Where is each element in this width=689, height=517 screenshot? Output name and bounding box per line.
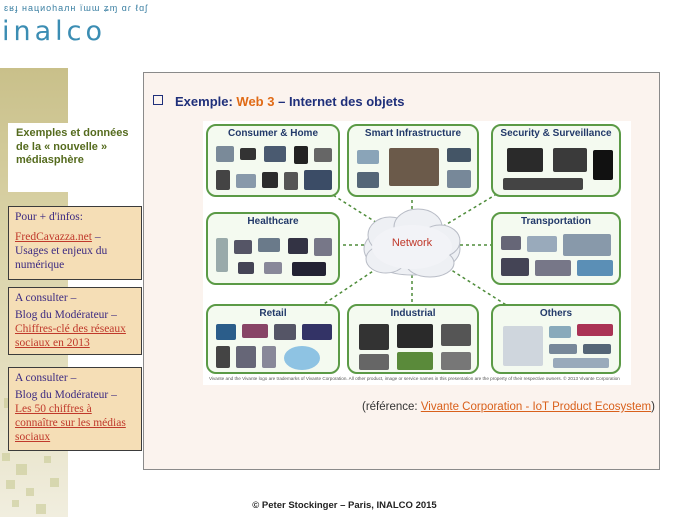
info-box-text: – Usages et enjeux du numérique bbox=[15, 231, 108, 271]
category-label: Consumer & Home bbox=[227, 128, 318, 139]
slide-heading: Exemple: Web 3 – Internet des objets bbox=[153, 94, 405, 109]
category-consumer-home: Consumer & Home bbox=[206, 124, 340, 197]
network-label: Network bbox=[391, 237, 433, 249]
category-label: Security & Surveillance bbox=[500, 128, 612, 139]
reference-prefix: (référence: bbox=[362, 401, 421, 413]
info-box-heading: A consulter – bbox=[15, 372, 77, 384]
logo-script-line: ɛʁɟ нациоhалн ïɯɯ ʑɱ ɑɾ ℓɑʃ bbox=[4, 3, 149, 13]
heading-accent: Web 3 bbox=[236, 94, 275, 109]
info-box-blog-moderateur-50-chiffres: A consulter – Blog du Modérateur – Les 5… bbox=[8, 367, 142, 451]
category-label: Transportation bbox=[520, 216, 591, 227]
fredcavazza-link[interactable]: FredCavazza.net bbox=[15, 231, 92, 243]
category-others: Others bbox=[491, 304, 621, 374]
sidebar-title-box bbox=[8, 123, 146, 192]
info-box-blog-moderateur-chiffres: A consulter – Blog du Modérateur – Chiff… bbox=[8, 287, 142, 355]
info-box-text: Blog du Modérateur – bbox=[15, 389, 117, 401]
footer-copyright: © Peter Stockinger – Paris, INALCO 2015 bbox=[252, 500, 437, 511]
chiffres-cle-link[interactable]: Chiffres-clé des réseaux sociaux en 2013 bbox=[15, 323, 126, 349]
category-label: Healthcare bbox=[247, 216, 299, 227]
category-label: Smart Infrastructure bbox=[364, 128, 462, 139]
info-box-text: Blog du Modérateur – bbox=[15, 309, 117, 321]
50-chiffres-link[interactable]: Les 50 chiffres à connaître sur les médi… bbox=[15, 403, 126, 443]
category-label: Retail bbox=[259, 308, 287, 319]
heading-prefix: Exemple: bbox=[175, 94, 237, 109]
trademark-notice: Vivante and the Vivante logo are tradema… bbox=[209, 376, 620, 381]
category-industrial: Industrial bbox=[347, 304, 479, 374]
heading-suffix: – Internet des objets bbox=[274, 94, 405, 109]
info-box-heading: A consulter – bbox=[15, 292, 77, 304]
category-transportation: Transportation bbox=[491, 212, 621, 285]
category-label: Industrial bbox=[390, 308, 436, 319]
vivante-reference-link[interactable]: Vivante Corporation - IoT Product Ecosys… bbox=[420, 401, 652, 413]
checkbox-bullet-icon bbox=[153, 95, 163, 105]
network-cloud-icon bbox=[363, 208, 461, 278]
info-box-fredcavazza: Pour + d'infos: FredCavazza.net – Usages… bbox=[8, 206, 142, 280]
info-box-heading: Pour + d'infos: bbox=[15, 211, 83, 223]
reference-line: (référence: Vivante Corporation - IoT Pr… bbox=[362, 401, 655, 413]
reference-suffix: ) bbox=[651, 401, 655, 413]
category-security-surveillance: Security & Surveillance bbox=[491, 124, 621, 197]
sidebar-title: Exemples et données de la « nouvelle » m… bbox=[16, 127, 129, 166]
category-healthcare: Healthcare bbox=[206, 212, 340, 285]
category-label: Others bbox=[539, 308, 573, 319]
category-smart-infrastructure: Smart Infrastructure bbox=[347, 124, 479, 197]
iot-ecosystem-diagram: Consumer & Home Smart Infrastructure Sec… bbox=[203, 121, 631, 385]
inalco-logo: inalco bbox=[2, 16, 107, 47]
category-retail: Retail bbox=[206, 304, 340, 374]
